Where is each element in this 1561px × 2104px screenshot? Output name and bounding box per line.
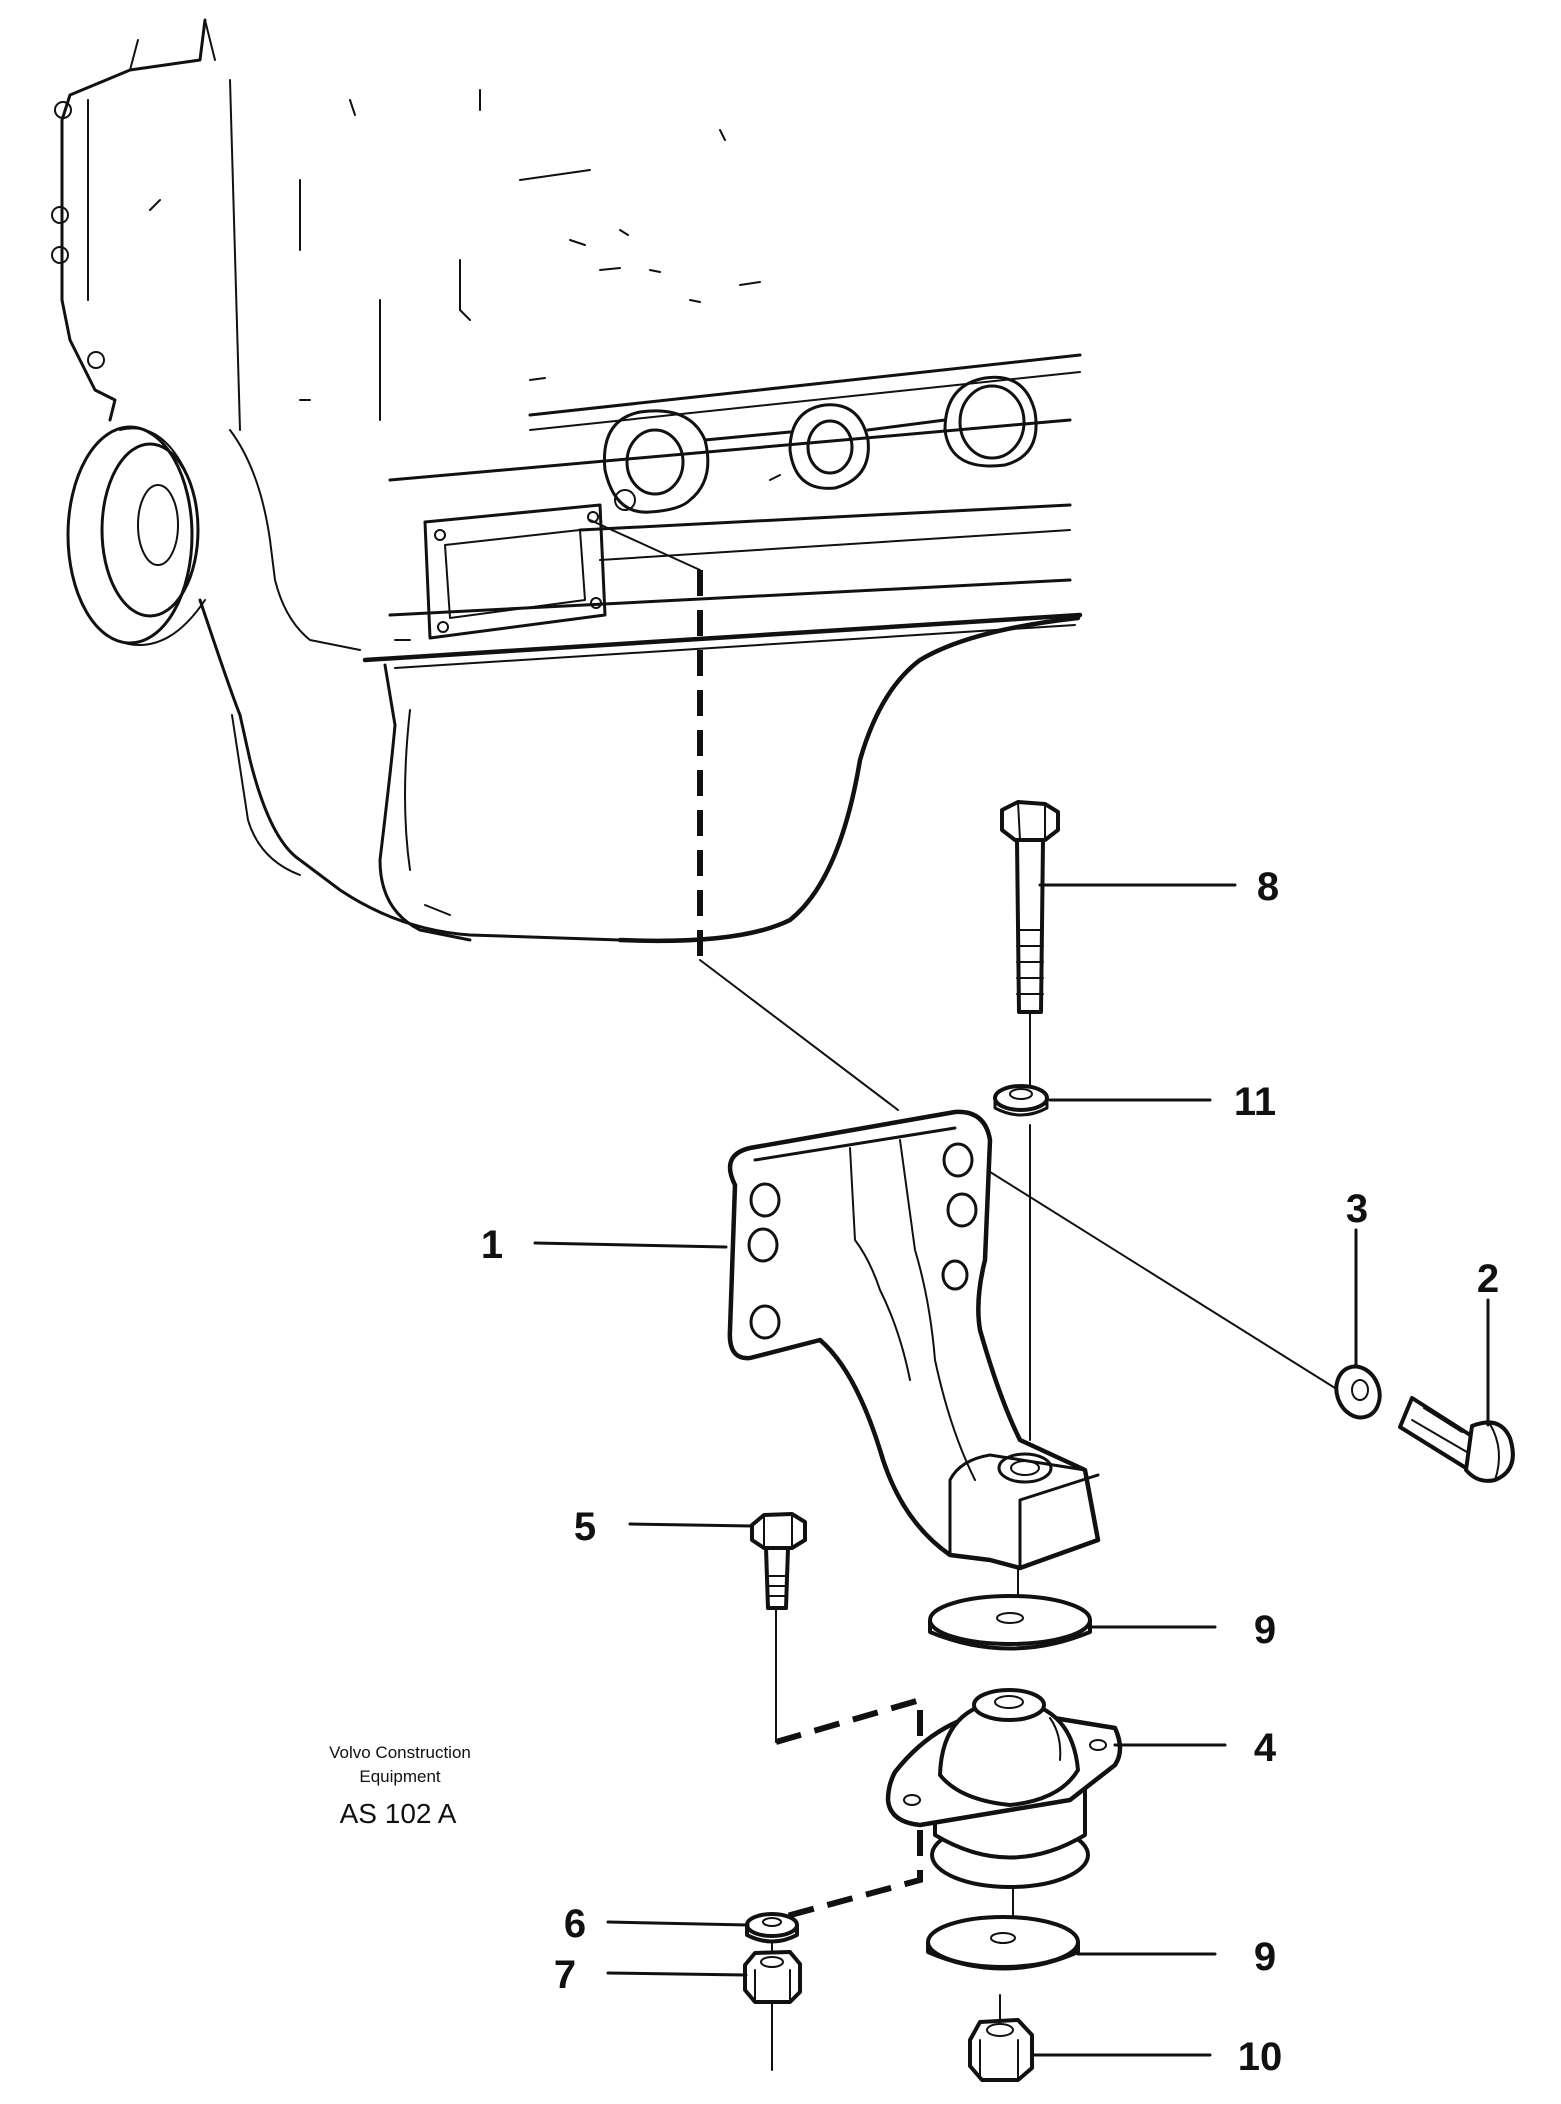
callout-5: 5 xyxy=(574,1505,596,1549)
washer-3 xyxy=(1334,1364,1382,1420)
engine-mounting-bracket xyxy=(727,1109,1101,1571)
caption-code: AS 102 A xyxy=(340,1798,457,1829)
washer-9-upper xyxy=(928,1594,1092,1651)
rubber-mount-4 xyxy=(885,1688,1123,1889)
engine-block xyxy=(51,18,1083,944)
callout-11: 11 xyxy=(1234,1080,1276,1124)
callout-9-upper: 9 xyxy=(1254,1608,1276,1652)
leader-lines xyxy=(533,883,1490,2057)
callout-4: 4 xyxy=(1254,1726,1277,1770)
callout-10: 10 xyxy=(1238,2035,1283,2079)
oil-pan xyxy=(362,612,1083,944)
bolt-2 xyxy=(1398,1396,1515,1483)
cover-plate xyxy=(423,503,607,640)
callout-2: 2 xyxy=(1477,1257,1499,1301)
washer-11 xyxy=(993,1084,1049,1117)
washer-6 xyxy=(745,1912,799,1944)
callout-9-lower: 9 xyxy=(1254,1935,1276,1979)
publisher-caption: Volvo Construction Equipment AS 102 A xyxy=(329,1743,471,1829)
callout-1: 1 xyxy=(481,1223,503,1267)
callout-3: 3 xyxy=(1346,1187,1368,1231)
nut-10 xyxy=(968,2018,1034,2082)
bolt-5 xyxy=(750,1512,807,1610)
caption-line-1: Volvo Construction xyxy=(329,1743,471,1762)
port-gasket-2 xyxy=(788,403,870,490)
callout-8: 8 xyxy=(1257,865,1279,909)
port-gasket-3 xyxy=(943,375,1038,468)
bolt-8 xyxy=(1000,800,1060,1014)
callout-6: 6 xyxy=(564,1902,586,1946)
washer-9-lower xyxy=(926,1915,1080,1971)
port-gasket-1 xyxy=(602,409,710,514)
caption-line-2: Equipment xyxy=(359,1767,441,1786)
nut-7 xyxy=(743,1950,802,2004)
callout-7: 7 xyxy=(554,1953,576,1997)
